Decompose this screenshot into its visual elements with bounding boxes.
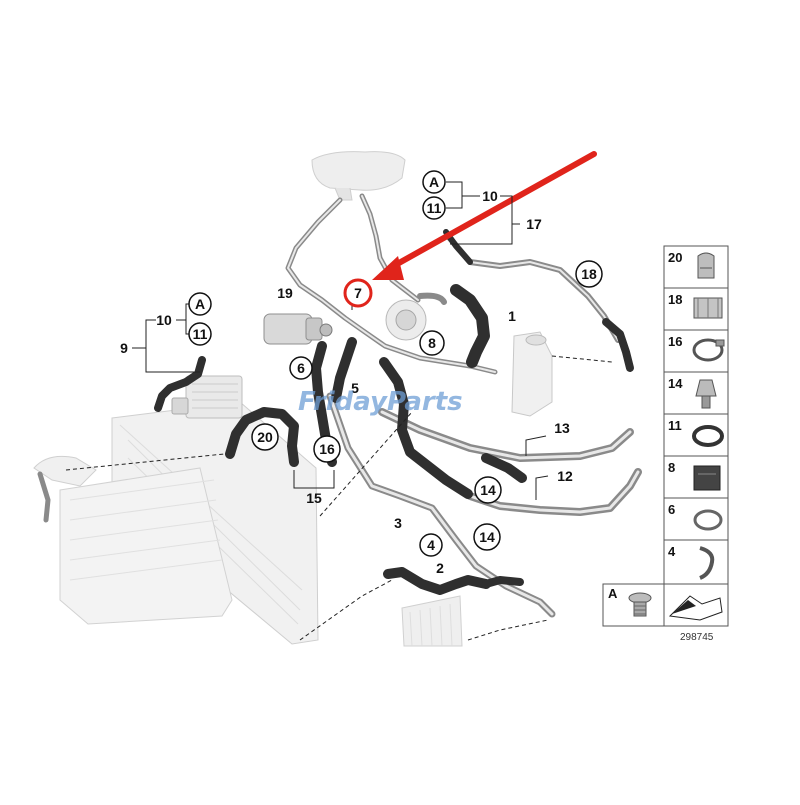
legend-label-A: A [608, 586, 618, 601]
thermostat-housing [385, 292, 447, 341]
table-row-4: 4 [668, 544, 676, 559]
arrow-note-icon [668, 595, 723, 621]
label-10-top: 10 [482, 188, 498, 204]
label-12: 12 [557, 468, 573, 484]
watermark: FridayParts [298, 387, 463, 417]
coolant-reservoir [511, 331, 553, 417]
label-14-upper: 14 [480, 482, 496, 498]
auxiliary-radiator [401, 595, 463, 647]
label-8: 8 [428, 335, 436, 351]
part-labels: A 11 10 17 18 A 11 10 9 19 7 1 8 6 5 20 … [120, 174, 597, 576]
label-A-top: A [429, 174, 439, 190]
expansion-tank-top [311, 151, 406, 201]
label-leaders [132, 181, 549, 500]
label-19: 19 [277, 285, 293, 301]
label-11-top: 11 [427, 200, 442, 216]
highlight-arrow [372, 151, 597, 280]
table-row-20: 20 [668, 250, 682, 265]
plug-14-icon [695, 379, 717, 409]
heat-exchanger [171, 375, 243, 419]
label-10-left: 10 [156, 312, 172, 328]
label-3: 3 [394, 515, 402, 531]
screw-plug-icon [628, 592, 652, 617]
label-9: 9 [120, 340, 128, 356]
bottom-legend: A [602, 583, 729, 627]
hose-clamp-6-icon [693, 509, 723, 531]
radiator [33, 401, 319, 645]
bracket-18-icon [693, 297, 723, 319]
label-A-left: A [195, 296, 205, 312]
table-row-16: 16 [668, 334, 682, 349]
label-18: 18 [581, 266, 597, 282]
metal-pipes [37, 193, 642, 618]
label-2: 2 [436, 560, 444, 576]
electric-water-pump [263, 313, 333, 345]
label-6: 6 [297, 360, 305, 376]
label-13: 13 [554, 420, 570, 436]
table-row-14: 14 [668, 376, 683, 391]
label-7: 7 [354, 285, 362, 301]
label-20: 20 [257, 429, 273, 445]
reference-lines [65, 355, 613, 641]
label-17: 17 [526, 216, 542, 232]
holder-8-icon [693, 465, 721, 491]
label-5: 5 [351, 380, 359, 396]
table-row-6: 6 [668, 502, 675, 517]
reference-number: 298745 [680, 632, 714, 643]
parts-table: 20 18 16 14 11 8 6 4 [663, 245, 729, 585]
clip-4-icon [699, 546, 715, 580]
table-row-11: 11 [668, 418, 682, 433]
table-row-18: 18 [668, 292, 682, 307]
o-ring-11-icon [692, 425, 724, 447]
label-4: 4 [427, 537, 435, 553]
callouts [188, 170, 603, 557]
table-row-8: 8 [668, 460, 675, 475]
label-14-lower: 14 [479, 529, 495, 545]
label-11-left: 11 [193, 326, 208, 342]
label-16: 16 [319, 441, 335, 457]
clip-20-icon [697, 252, 715, 279]
label-15: 15 [306, 490, 322, 506]
label-1: 1 [508, 308, 516, 324]
hose-clamp-16-icon [692, 338, 725, 362]
